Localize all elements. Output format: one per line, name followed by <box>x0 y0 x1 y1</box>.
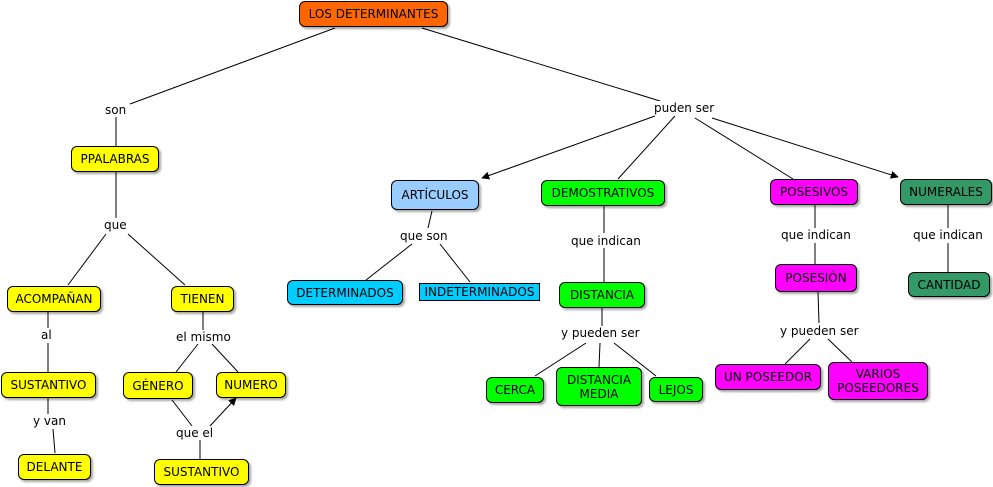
edge-articulos-queson <box>427 210 433 229</box>
concept-varios-poseedores[interactable]: VARIOS POSEEDORES <box>828 362 928 400</box>
edge-pudenser-articulos <box>481 115 656 180</box>
edge-elmismo-genero <box>175 343 199 373</box>
concept-cantidad[interactable]: CANTIDAD <box>908 272 990 297</box>
concept-un-poseedor[interactable]: UN POSEEDOR <box>715 364 821 390</box>
edge-root-pudenser <box>421 27 661 102</box>
concept-numerales[interactable]: NUMERALES <box>900 179 992 205</box>
link-label-al: al <box>39 328 54 342</box>
concept-numero[interactable]: NUMERO <box>216 372 286 398</box>
concept-cerca[interactable]: CERCA <box>486 377 544 403</box>
edge-que-tienen <box>127 233 186 286</box>
concept-genero[interactable]: GÉNERO <box>123 372 193 399</box>
edge-pudenser-numerales <box>711 117 899 179</box>
link-label-que-indican-numerales: que indican <box>911 228 985 242</box>
concept-distancia[interactable]: DISTANCIA <box>559 282 645 308</box>
concept-determinados[interactable]: DETERMINADOS <box>287 280 403 305</box>
concept-posesion[interactable]: POSESIÓN <box>775 264 857 292</box>
link-label-son: son <box>103 103 129 117</box>
concept-delante[interactable]: DELANTE <box>18 454 91 480</box>
edge-queson-determinados <box>365 243 413 281</box>
concept-articulos[interactable]: ARTÍCULOS <box>391 180 479 210</box>
edge-posesion-ypuedenser <box>817 291 820 324</box>
edge-ypuedenser-lejos <box>613 342 657 377</box>
concept-sustantivo-2[interactable]: SUSTANTIVO <box>154 459 249 485</box>
concept-distancia-media[interactable]: DISTANCIA MEDIA <box>556 367 642 406</box>
edge-genero-queel <box>171 399 193 427</box>
concept-ppalabras[interactable]: PPALABRAS <box>71 146 159 172</box>
link-label-puden-ser: puden ser <box>652 101 717 115</box>
edge-ypuedenser-varios <box>827 338 853 363</box>
concept-los-determinantes[interactable]: LOS DETERMINANTES <box>299 1 448 27</box>
edge-pudenser-demostrativos <box>617 115 676 180</box>
edge-elmismo-numero <box>211 343 239 373</box>
concept-tienen[interactable]: TIENEN <box>171 286 234 312</box>
link-label-y-pueden-ser-posesivos: y pueden ser <box>778 324 861 338</box>
link-label-que: que <box>102 218 129 232</box>
link-label-el-mismo: el mismo <box>174 330 233 344</box>
edge-que-acompanan <box>67 233 107 286</box>
edge-ypuedenser-distmedia <box>598 342 601 368</box>
link-label-y-van: y van <box>31 414 68 428</box>
concept-demostrativos[interactable]: DEMOSTRATIVOS <box>541 180 665 206</box>
concept-acompanan[interactable]: ACOMPAÑAN <box>7 286 101 312</box>
link-label-que-el: que el <box>174 426 216 440</box>
link-label-que-indican-posesivos: que indican <box>779 228 853 242</box>
link-label-que-indican-demostrativos: que indican <box>569 234 643 248</box>
concept-lejos[interactable]: LEJOS <box>649 377 703 402</box>
edge-yvan-delante <box>52 428 56 454</box>
concept-sustantivo-1[interactable]: SUSTANTIVO <box>1 372 96 398</box>
edge-queel-numero <box>209 397 237 427</box>
edge-ypuedenser-unposeedor <box>784 338 811 365</box>
concept-indeterminados[interactable]: INDETERMINADOS <box>419 283 540 301</box>
edge-pudenser-posesivos <box>694 117 794 180</box>
edge-root-son <box>129 27 336 105</box>
concept-posesivos[interactable]: POSESIVOS <box>770 179 858 205</box>
edge-ypuedenser-cerca <box>534 342 587 377</box>
link-label-que-son: que son <box>398 229 450 243</box>
edge-queson-indeterminados <box>439 243 471 283</box>
link-label-y-pueden-ser-demostrativos: y pueden ser <box>559 326 642 340</box>
